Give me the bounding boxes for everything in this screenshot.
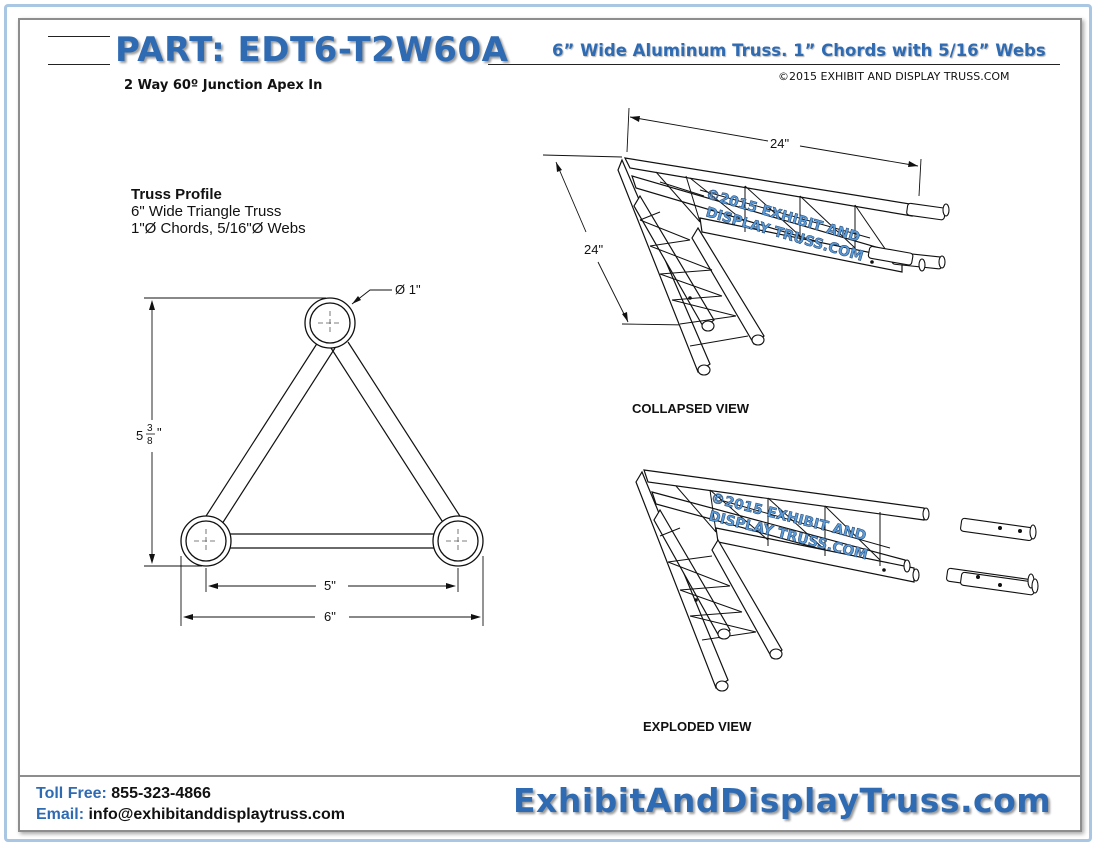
- collapsed-dim-top: 24": [770, 136, 789, 151]
- inner-frame: [18, 18, 1082, 832]
- email-address[interactable]: info@exhibitanddisplaytruss.com: [88, 806, 345, 823]
- height-fraction-den: 8: [147, 436, 153, 447]
- truss-profile-line1: 6" Wide Triangle Truss: [131, 203, 282, 220]
- truss-profile-line2: 1"Ø Chords, 5/16"Ø Webs: [131, 220, 306, 237]
- email-label: Email:: [36, 806, 85, 823]
- inner-width-label: 5": [324, 578, 336, 593]
- toll-free-label: Toll Free:: [36, 785, 107, 802]
- copyright-text: ©2015 EXHIBIT AND DISPLAY TRUSS.COM: [778, 70, 1010, 83]
- chord-diameter-label: Ø 1": [395, 282, 421, 297]
- height-unit: ": [157, 425, 162, 440]
- collapsed-dim-side: 24": [584, 242, 603, 257]
- website-link[interactable]: ExhibitAndDisplayTruss.com: [513, 781, 1052, 820]
- part-description: 6” Wide Aluminum Truss. 1” Chords with 5…: [552, 41, 1046, 60]
- truss-profile-heading: Truss Profile: [131, 186, 222, 203]
- exploded-view-label: EXPLODED VIEW: [643, 719, 752, 734]
- height-whole: 5: [136, 428, 143, 443]
- outer-width-label: 6": [324, 609, 336, 624]
- footer-divider: [20, 775, 1080, 777]
- outer-frame: [4, 4, 1092, 842]
- part-subtitle: 2 Way 60º Junction Apex In: [124, 78, 323, 93]
- collapsed-view-label: COLLAPSED VIEW: [632, 401, 750, 416]
- part-number-title: PART: EDT6-T2W60A: [115, 30, 509, 70]
- toll-free-number[interactable]: 855-323-4866: [111, 785, 211, 802]
- title-rule-right: [488, 64, 1060, 65]
- toll-free-line: Toll Free: 855-323-4866: [36, 785, 211, 803]
- title-rule-top-left: [48, 36, 110, 37]
- email-line: Email: info@exhibitanddisplaytruss.com: [36, 806, 345, 824]
- title-rule-bottom-left: [48, 64, 110, 65]
- height-fraction-num: 3: [147, 423, 153, 434]
